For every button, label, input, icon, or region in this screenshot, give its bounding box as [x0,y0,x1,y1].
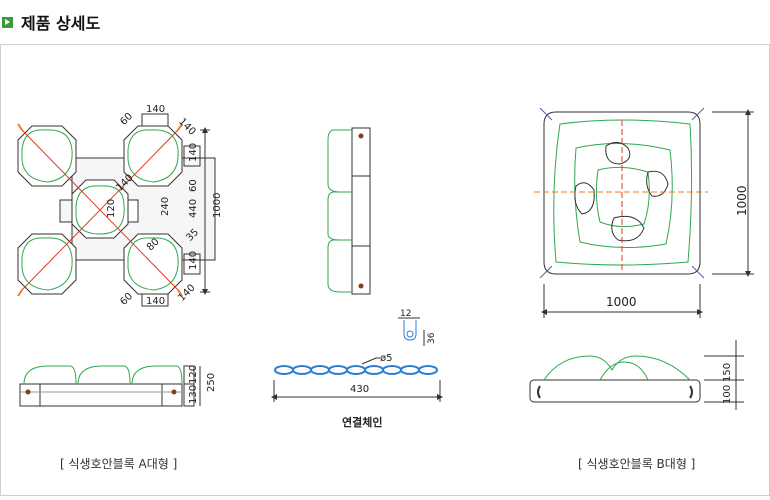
dim-a-bottom-right-140: 140 [176,282,197,303]
dim-chain-phi5: ø5 [380,353,392,364]
dim-a-right-440: 440 [188,199,199,218]
dim-a-side-130: 130 [188,385,199,404]
dim-a-inner-240: 240 [160,197,171,216]
type-a-plan-view [17,113,216,307]
dim-b-side-150: 150 [722,363,733,382]
dim-a-right-1000: 1000 [212,193,223,218]
type-a-caption: [ 식생호안블록 A대형 ] [60,457,178,471]
chain-detail [271,317,443,402]
dim-a-top-140: 140 [146,104,165,115]
section-heading: 제품 상세도 [0,8,100,36]
dim-a-top-60: 60 [118,111,135,128]
dim-chain-12: 12 [400,309,411,319]
chain-caption: 연결체인 [342,415,382,429]
type-a-elevation-view [327,127,371,295]
type-b-side-view [529,340,744,410]
dim-a-side-120: 120 [188,365,199,384]
dim-chain-430: 430 [350,384,369,395]
dim-a-right-140b: 140 [188,251,199,270]
dim-a-bottom-60: 60 [118,291,135,308]
type-a-side-view [19,365,201,407]
dim-a-bottom-140: 140 [146,296,165,307]
dim-b-width-1000: 1000 [606,295,637,309]
dim-b-side-100: 100 [722,385,733,404]
dim-a-right-140a: 140 [188,143,199,162]
dim-b-height-1000: 1000 [735,185,749,216]
green-arrow-bullet-icon [2,16,13,28]
type-b-caption: [ 식생호안블록 B대형 ] [578,457,696,471]
dim-a-right-60a: 60 [188,179,199,192]
dim-a-side-250: 250 [206,373,217,392]
dim-a-top-right-140: 140 [176,116,197,137]
dim-chain-36: 36 [427,332,437,344]
type-b-plan-view [534,107,754,318]
dim-a-inner-120: 120 [106,199,117,218]
page-title: 제품 상세도 [21,14,101,33]
